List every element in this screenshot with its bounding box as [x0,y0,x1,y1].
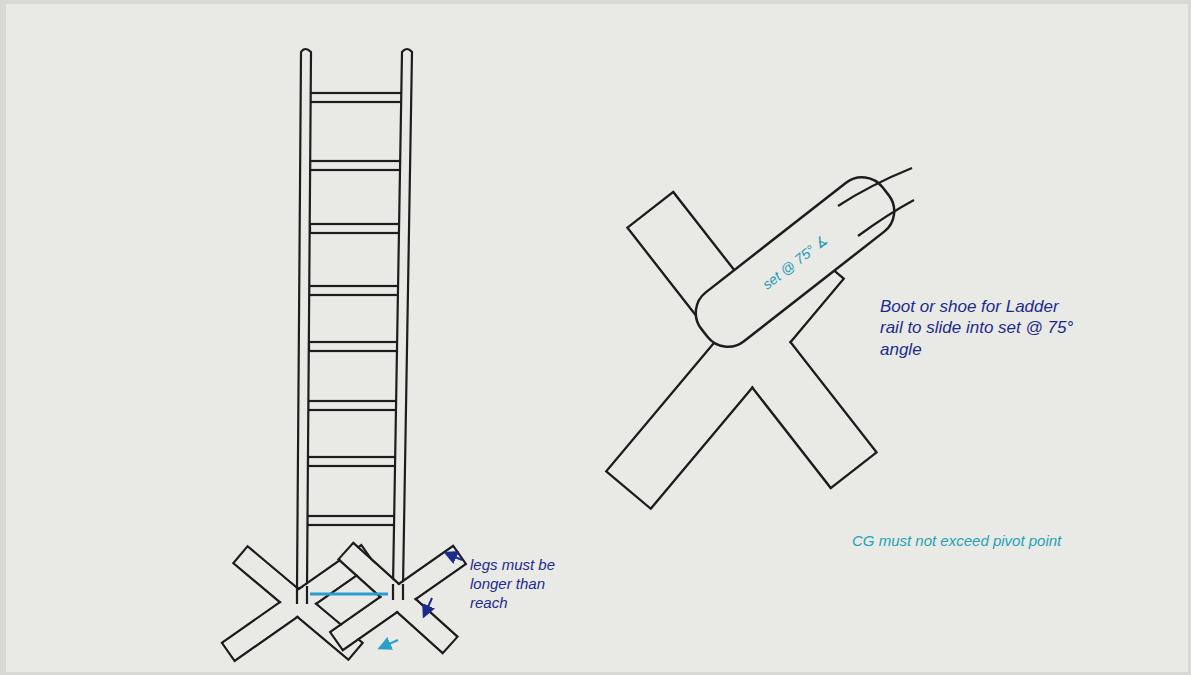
span-line [310,593,388,596]
boot-shoe [685,167,914,357]
ladder-rungs [307,93,402,525]
note-text: CG must not exceed pivot point [852,532,1172,551]
rail-ends [297,584,403,604]
leader-arrow [380,640,398,648]
note-text: Boot or shoe for Ladder rail to slide in… [880,296,1075,360]
leader-arrow [446,553,462,560]
boot-label-box: set @ 75° ∡ [721,200,870,324]
ladder-rails [297,49,412,588]
note-text: legs must be longer than reach [470,556,582,612]
foot-right [330,543,465,653]
angle-note: set @ 75° ∡ [728,207,862,317]
leader-arrow [424,598,432,616]
